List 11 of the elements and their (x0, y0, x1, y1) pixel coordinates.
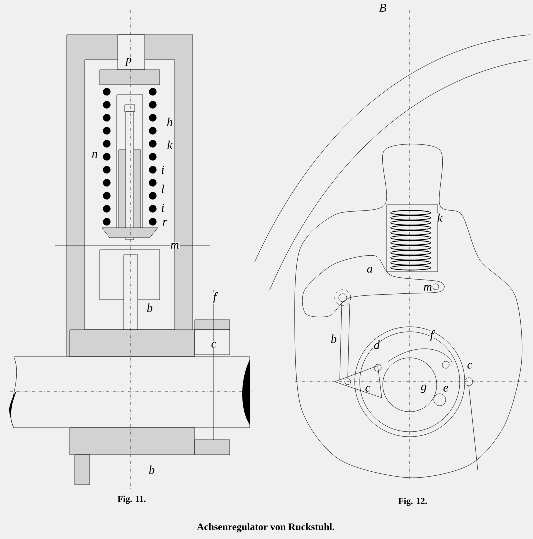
part-letter: m (170, 242, 180, 250)
part-letter: m (423, 284, 433, 292)
part-letter: f (430, 330, 436, 342)
part-letter: i (160, 204, 166, 212)
figure-caption: Achsenregulator von Ruckstuhl. (197, 523, 334, 533)
part-letter: i (160, 166, 166, 174)
part-letter: f (212, 292, 218, 304)
part-letter: l (160, 184, 166, 194)
part-letter: r (162, 220, 168, 226)
part-letter: n (92, 152, 98, 158)
figure-number: Fig. 11. (116, 494, 148, 506)
